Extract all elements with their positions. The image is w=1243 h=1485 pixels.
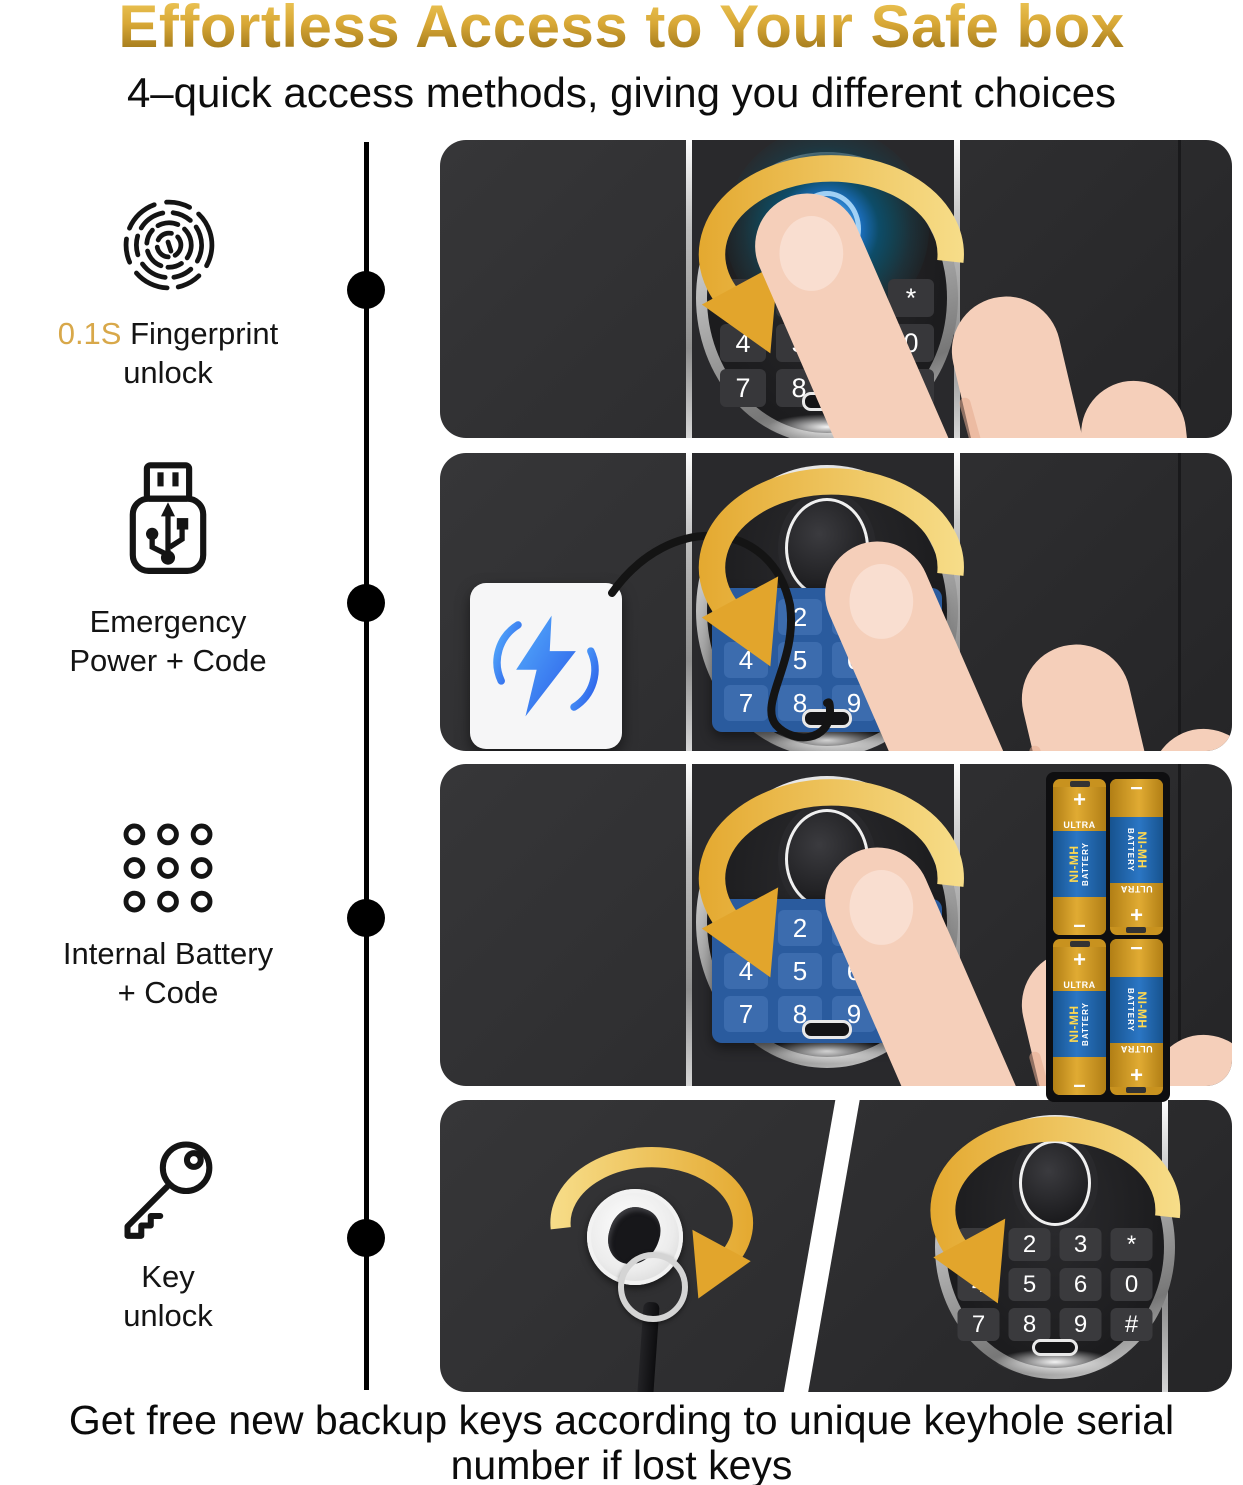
battery-plus-label: + xyxy=(1073,947,1086,972)
method-label: Internal Battery + Code xyxy=(62,936,274,1010)
hand-touching-sensor xyxy=(650,171,1232,438)
page-subtitle: 4–quick access methods, giving you diffe… xyxy=(126,69,1117,116)
hand-pressing-keypad xyxy=(720,519,1232,751)
pin-pad-dots-icon xyxy=(123,823,213,913)
keypad-key: 8 xyxy=(1008,1308,1051,1341)
rotate-arrow-icon xyxy=(536,1140,768,1312)
battery-grade-label: ULTRA xyxy=(1120,1044,1153,1054)
battery-minus-label: – xyxy=(1130,939,1143,962)
page-title: Effortless Access to Your Safe box xyxy=(0,0,1243,62)
timeline-dot-2 xyxy=(347,584,385,622)
battery-word-label: BATTERY xyxy=(1080,842,1090,886)
photo-panel-key-unlock: 1 2 3 * 4 5 6 0 7 8 9 # xyxy=(440,1100,1232,1392)
method-fingerprint: 0.1S Fingerprint unlock xyxy=(0,180,336,392)
battery-minus-label: – xyxy=(1073,912,1086,936)
keypad-key: 7 xyxy=(720,369,766,407)
battery-cell: + ULTRA NI-MH BATTERY – xyxy=(1053,779,1106,935)
keypad-key: 2 xyxy=(778,599,822,635)
keypad-key: 7 xyxy=(957,1308,1000,1341)
keypad-key: 5 xyxy=(1008,1268,1051,1301)
footer-note: Get free new backup keys according to un… xyxy=(0,1398,1243,1485)
door-seam-left xyxy=(686,764,692,1086)
battery-terminal xyxy=(1069,941,1090,947)
battery-grade-label: ULTRA xyxy=(1063,980,1096,990)
battery-type-label: NI-MH xyxy=(1066,845,1081,883)
keypad-key: 9 xyxy=(1059,1308,1102,1341)
timeline-line xyxy=(364,142,369,1390)
keypad-key: 9 xyxy=(832,685,876,721)
method-emergency-power: Emergency Power + Code xyxy=(0,460,336,680)
diagonal-divider xyxy=(776,1100,864,1392)
battery-type-label: NI-MH xyxy=(1066,1005,1081,1043)
battery-plus-label: + xyxy=(1073,787,1086,812)
battery-minus-label: – xyxy=(1130,779,1143,802)
footer-line-2: number if lost keys xyxy=(450,1442,793,1485)
photo-panel-emergency-power: 1 2 3 * 4 5 6 0 7 8 9 # xyxy=(440,453,1232,751)
battery-word-label: BATTERY xyxy=(1126,988,1136,1032)
keypad-key: 7 xyxy=(724,685,768,721)
battery-plus-label: + xyxy=(1130,902,1143,927)
door-edge-line xyxy=(1178,453,1181,751)
door-edge-line xyxy=(1178,140,1181,438)
key-icon xyxy=(124,1141,213,1239)
keypad-key: * xyxy=(1110,1228,1153,1261)
usb-plug-icon xyxy=(129,462,207,574)
keypad-key: 7 xyxy=(724,996,768,1032)
usb-c-port xyxy=(1032,1339,1078,1356)
timeline-dot-4 xyxy=(347,1219,385,1257)
battery-type-label: NI-MH xyxy=(1135,831,1150,869)
method-label: Emergency Power + Code xyxy=(69,604,267,678)
battery-type-label: NI-MH xyxy=(1135,991,1150,1029)
method-key-unlock: Key unlock xyxy=(0,1135,336,1335)
keypad-key: * xyxy=(888,279,934,317)
battery-word-label: BATTERY xyxy=(1126,828,1136,872)
keypad-key: 3 xyxy=(1059,1228,1102,1261)
method-accent: 0.1S xyxy=(57,316,122,351)
keypad-key: 2 xyxy=(778,910,822,946)
emergency-power-bank xyxy=(470,583,622,749)
battery-grade-label: ULTRA xyxy=(1063,820,1096,830)
key-ring xyxy=(618,1252,688,1322)
battery-word-label: BATTERY xyxy=(1080,1002,1090,1046)
battery-terminal xyxy=(1126,927,1147,933)
method-label: Key unlock xyxy=(123,1259,213,1333)
keypad-key: # xyxy=(1110,1308,1153,1341)
battery-terminal xyxy=(1126,1087,1147,1093)
keypad-key: 2 xyxy=(1008,1228,1051,1261)
keypad-key: 6 xyxy=(1059,1268,1102,1301)
door-edge-line xyxy=(1178,764,1181,1086)
usb-c-port xyxy=(802,1020,852,1039)
keypad-key: 5 xyxy=(778,953,822,989)
battery-grade-label: ULTRA xyxy=(1120,884,1153,894)
timeline-dot-3 xyxy=(347,899,385,937)
battery-cell: + ULTRA NI-MH BATTERY – xyxy=(1110,939,1163,1095)
door-seam-left xyxy=(686,140,692,438)
method-label: 0.1S Fingerprint unlock xyxy=(57,316,279,390)
battery-cell: + ULTRA NI-MH BATTERY – xyxy=(1053,939,1106,1095)
footer-line-1: Get free new backup keys according to un… xyxy=(68,1397,1175,1443)
fingerprint-icon xyxy=(123,199,215,291)
keypad-key: 0 xyxy=(1110,1268,1153,1301)
battery-terminal xyxy=(1069,781,1090,787)
door-seam-left xyxy=(686,453,692,751)
method-internal-battery: Internal Battery + Code xyxy=(0,812,336,1012)
battery-plus-label: + xyxy=(1130,1062,1143,1087)
timeline-dot-1 xyxy=(347,271,385,309)
battery-compartment: + ULTRA NI-MH BATTERY – + ULTRA NI-MH xyxy=(1046,772,1170,1102)
battery-minus-label: – xyxy=(1073,1072,1086,1096)
battery-cell: + ULTRA NI-MH BATTERY – xyxy=(1110,779,1163,935)
rotate-arrow-icon xyxy=(910,1108,1200,1320)
photo-panel-fingerprint: 1 2 3 * 4 5 6 0 7 8 9 # xyxy=(440,140,1232,438)
